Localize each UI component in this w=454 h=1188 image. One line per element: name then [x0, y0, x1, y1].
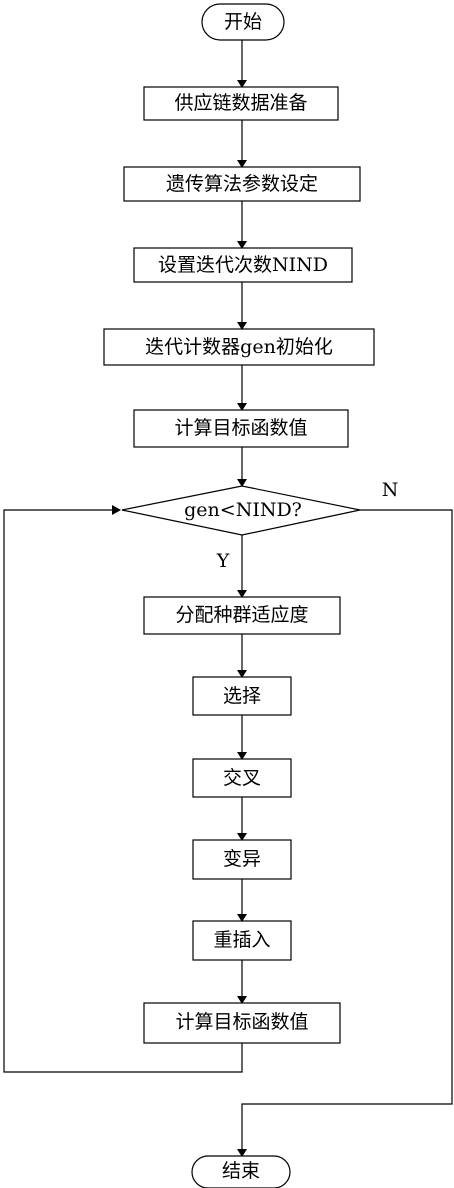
process-label: 重插入	[213, 929, 270, 951]
arrowhead	[237, 403, 247, 411]
arrowhead	[237, 670, 247, 678]
end-label: 结束	[222, 1160, 260, 1182]
arrowhead	[237, 1149, 247, 1157]
loop-back-connector	[3, 509, 243, 1073]
process-label: 计算目标函数值	[174, 417, 307, 439]
arrowhead	[237, 479, 247, 487]
end-terminator	[191, 1155, 291, 1188]
exit-connector	[241, 509, 453, 1156]
process-compute-objective-2	[143, 1002, 341, 1044]
arrowhead	[237, 996, 247, 1004]
yes-label: Y	[216, 550, 230, 572]
process-ga-parameters	[123, 166, 361, 202]
process-selection	[192, 676, 292, 716]
arrowhead	[237, 833, 247, 841]
process-label: 交叉	[223, 767, 261, 789]
arrowhead	[237, 322, 247, 330]
decision-label: gen<NIND?	[184, 499, 302, 521]
process-reinsertion	[192, 920, 292, 961]
process-label: 设置迭代次数NIND	[158, 254, 328, 276]
process-compute-objective	[133, 409, 349, 448]
arrowhead	[237, 80, 247, 88]
process-set-iterations	[133, 247, 353, 283]
no-label: N	[382, 479, 399, 501]
process-label: 迭代计数器gen初始化	[145, 336, 333, 358]
arrowhead	[112, 505, 121, 515]
process-label: 供应链数据准备	[174, 92, 307, 114]
process-label: 计算目标函数值	[175, 1011, 308, 1033]
process-assign-fitness	[143, 596, 341, 635]
process-label: 选择	[223, 685, 261, 707]
process-counter-init	[103, 328, 375, 366]
arrowhead	[237, 160, 247, 168]
arrowhead	[237, 914, 247, 922]
decision-diamond	[121, 485, 361, 536]
start-label: 开始	[224, 11, 262, 33]
process-data-preparation	[143, 86, 339, 121]
arrowhead	[237, 241, 247, 249]
start-terminator	[201, 3, 285, 41]
process-crossover	[192, 758, 292, 798]
process-label: 分配种群适应度	[175, 604, 308, 626]
process-mutation	[192, 839, 292, 880]
arrowhead	[237, 752, 247, 760]
arrowhead	[237, 590, 247, 598]
process-label: 遗传算法参数设定	[166, 173, 318, 195]
process-label: 变异	[223, 848, 261, 870]
